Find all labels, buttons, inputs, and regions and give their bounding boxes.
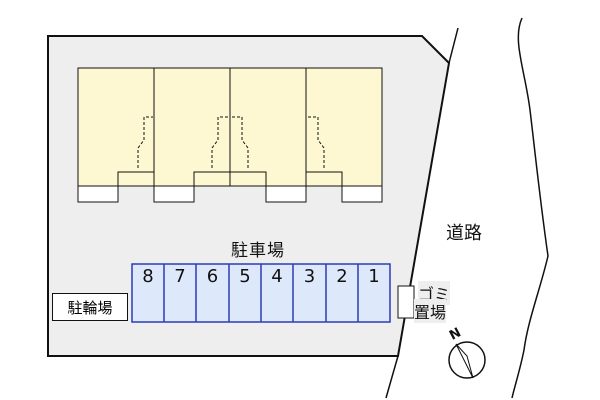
parking-space-1: 1	[358, 264, 390, 322]
parking-space-number: 1	[368, 266, 380, 287]
parking-dividers	[163, 264, 359, 322]
parking-space-5: 5	[229, 264, 261, 322]
parking-space-number: 3	[303, 266, 316, 287]
parking-space-3: 3	[293, 264, 326, 322]
garbage-shed	[397, 285, 415, 319]
road-edge-left	[448, 27, 459, 64]
building-unit-4	[305, 67, 383, 203]
parking-space-number: 7	[174, 266, 186, 287]
road-edge-left-lower	[385, 355, 399, 399]
garbage-label-line2: 置場	[414, 299, 447, 323]
parking-space-number: 2	[336, 266, 348, 287]
building-unit-3	[229, 67, 307, 203]
parking-space-number: 4	[271, 266, 283, 287]
road-edge-right	[511, 17, 549, 399]
parking-space-number: 8	[142, 266, 154, 287]
parking-space-number: 6	[206, 266, 219, 287]
parking-space-6: 6	[196, 264, 229, 322]
north-compass-icon	[448, 341, 486, 379]
bicycle-parking-label: 駐輪場	[52, 293, 128, 321]
road-label: 道路	[446, 223, 482, 244]
parking-label: 駐車場	[231, 241, 285, 261]
parking-space-8: 8	[132, 264, 164, 322]
parking-space-4: 4	[261, 264, 293, 322]
parking-space-7: 7	[164, 264, 196, 322]
building-unit-1	[77, 67, 155, 203]
parking-space-number: 5	[239, 266, 251, 287]
parking-space-2: 2	[326, 264, 358, 322]
building-unit-2	[153, 67, 231, 203]
